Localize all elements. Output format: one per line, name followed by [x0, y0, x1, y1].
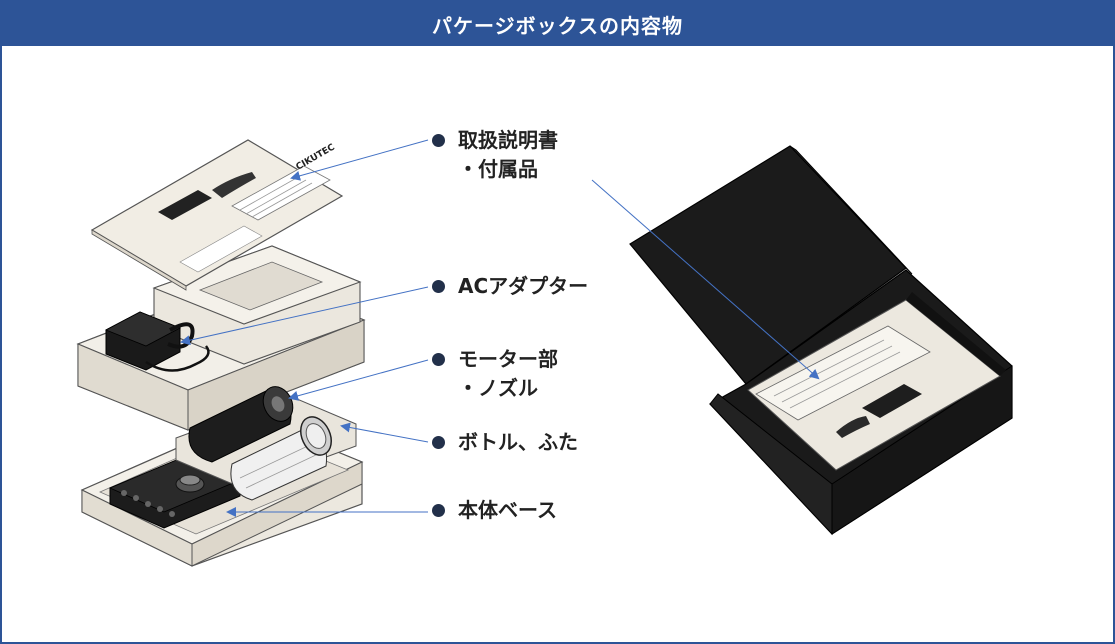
label-bottle-line1: ボトル、ふた: [458, 430, 578, 454]
manual-arrow-left: [290, 139, 429, 181]
label-adapter-line1: ACアダプター: [458, 274, 589, 298]
bullet-icon: [432, 353, 445, 366]
bullet-icon: [432, 436, 445, 449]
bullet-icon: [432, 504, 445, 517]
bullet-icon: [432, 280, 445, 293]
callout-arrows: [180, 139, 820, 517]
bottle-arrow: [340, 422, 429, 443]
bullet-icon: [432, 134, 445, 147]
label-bottle: ボトル、ふた: [432, 428, 578, 457]
label-motor: モーター部 ・ノズル: [432, 345, 558, 403]
open-black-box: [629, 145, 1013, 536]
label-motor-line1: モーター部: [458, 347, 558, 371]
label-base-line1: 本体ベース: [458, 498, 557, 522]
label-manual-line1: 取扱説明書: [458, 128, 558, 152]
label-manual-line2: ・付属品: [458, 157, 538, 181]
manual-brand-text: CIKUTEC: [295, 142, 338, 172]
page-title: パケージボックスの内容物: [2, 2, 1113, 46]
motor-arrow: [288, 359, 429, 401]
bottle: [230, 416, 332, 501]
label-base: 本体ベース: [432, 496, 557, 525]
manual-arrow-right: [591, 179, 820, 380]
ac-adapter: [105, 311, 210, 372]
motor-unit: [188, 386, 294, 463]
adapter-arrow: [180, 286, 429, 346]
label-manual: 取扱説明書 ・付属品: [432, 126, 558, 184]
label-motor-line2: ・ノズル: [458, 376, 538, 400]
label-adapter: ACアダプター: [432, 272, 589, 301]
